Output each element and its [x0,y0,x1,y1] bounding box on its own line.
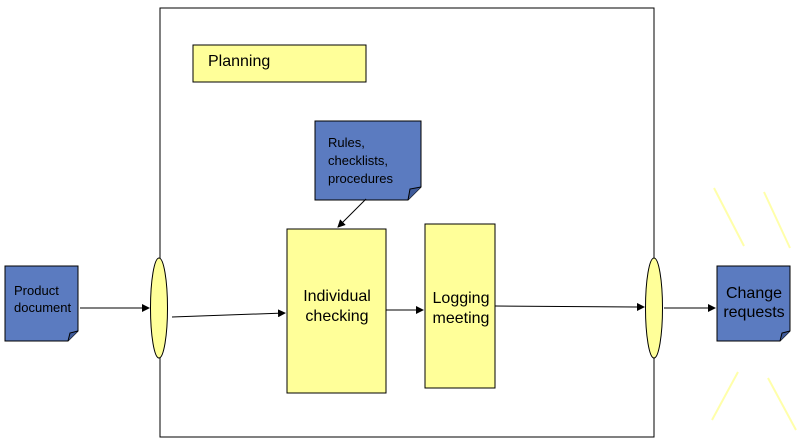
rules-line: Rules, [328,135,365,150]
individual-checking-label: Individual checking [288,287,386,327]
individual-line: checking [305,308,369,325]
planning-label: Planning [208,53,271,70]
product-line: document [14,300,72,315]
rules-document-fold [407,186,422,201]
product-document-fold [67,330,79,342]
logging-line: meeting [432,310,490,327]
highlight-rays [711,187,797,431]
logging-meeting-label: Logging meeting [426,289,496,329]
rules-label: Rules, checklists, procedures [328,134,393,188]
planning-box [192,44,367,83]
individual-checking-box [286,228,387,394]
rules-line: checklists, [328,153,388,168]
change-line: requests [723,304,785,321]
exit-ellipse [645,257,663,359]
entry-ellipse [150,257,168,359]
rules-line: procedures [328,171,394,186]
arrow-entry-to-individual [171,309,286,318]
logging-meeting-box [424,223,496,389]
logging-line: Logging [432,290,490,307]
change-requests-document-fold [779,330,791,342]
individual-line: Individual [303,288,371,305]
product-line: Product [14,283,59,298]
product-document-label: Product document [14,282,71,316]
change-line: Change [725,285,783,302]
arrow-logging-to-exit [494,302,645,311]
arrow-rules-to-individual [337,198,367,228]
change-requests-label: Change requests [718,284,790,322]
